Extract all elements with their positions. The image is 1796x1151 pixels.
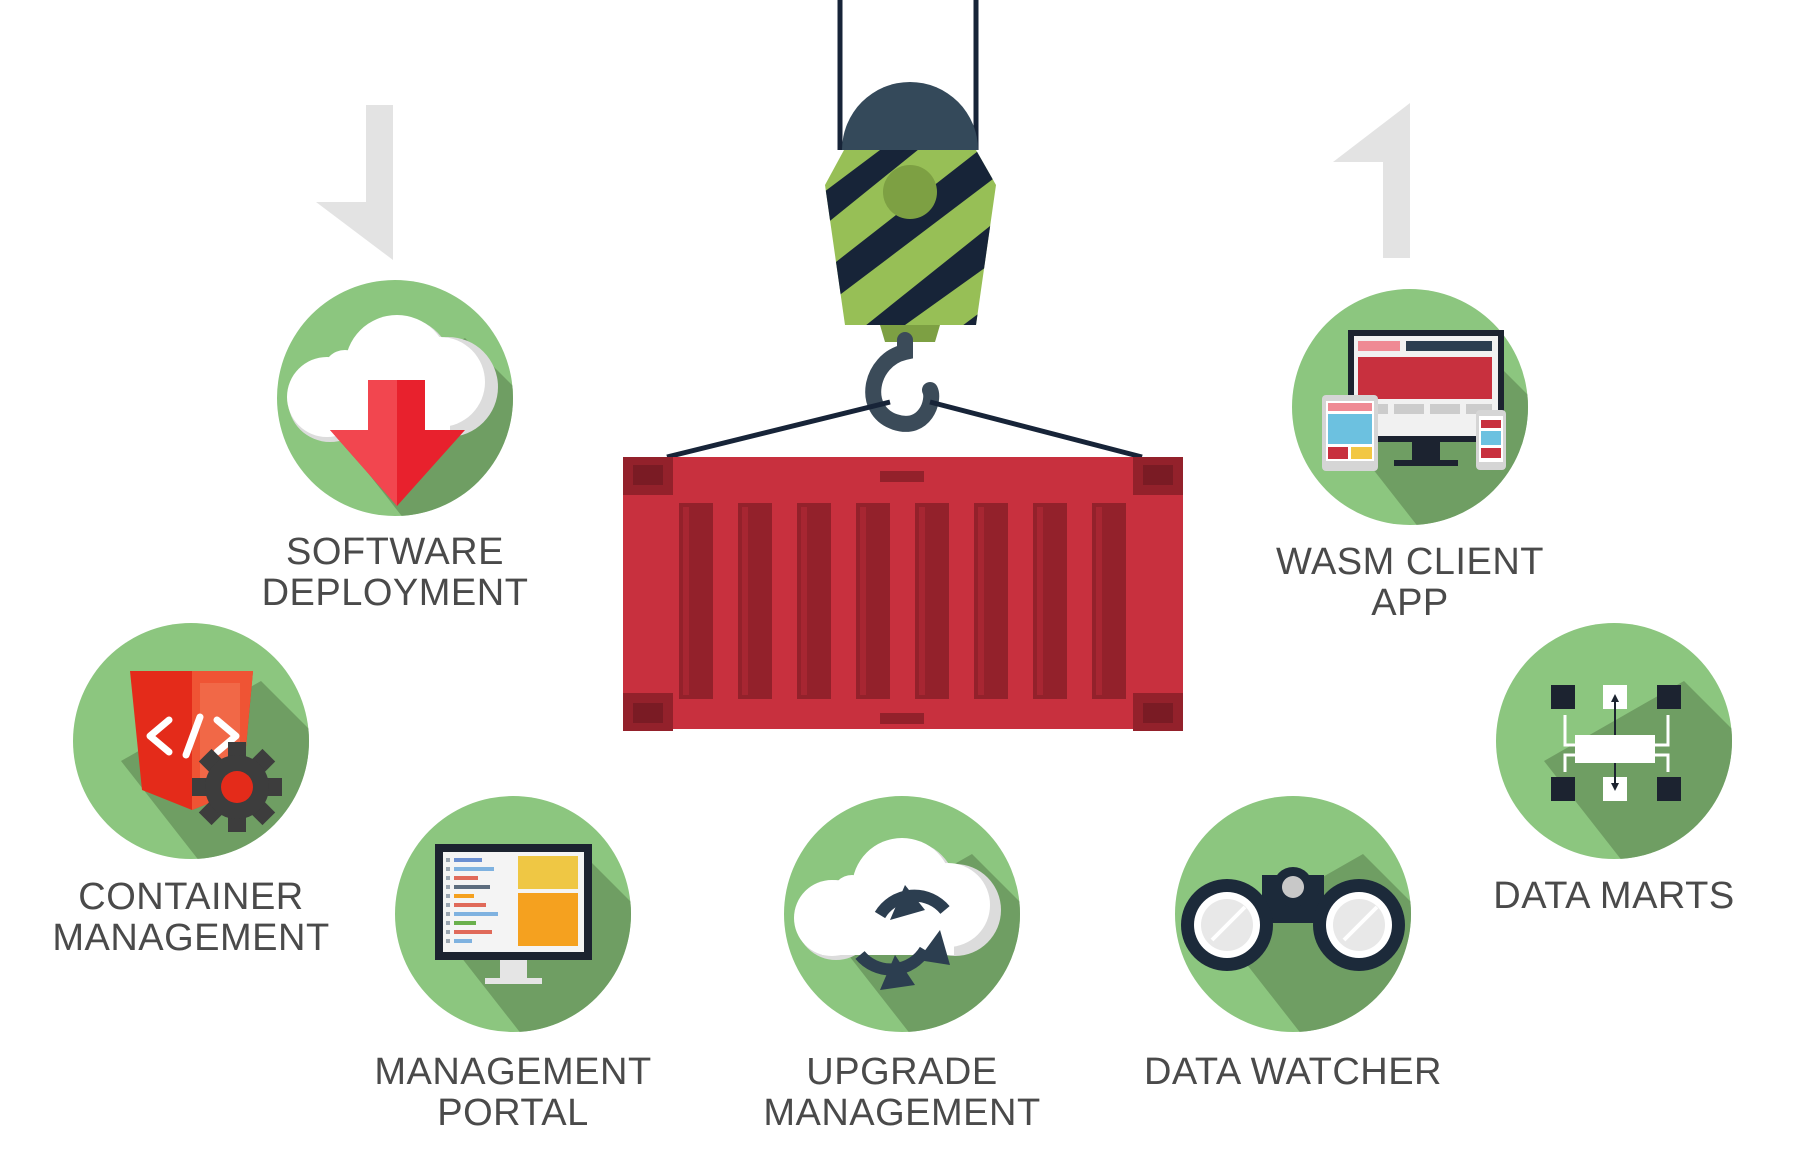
- binoculars-icon: [1181, 867, 1405, 971]
- cloud-sync-icon: [794, 838, 1001, 990]
- node-label-container-management: CONTAINER MANAGEMENT: [41, 877, 341, 959]
- node-label-data-watcher: DATA WATCHER: [1133, 1052, 1453, 1093]
- data-flow-icon: [1551, 685, 1681, 801]
- label-line: DATA MARTS: [1493, 875, 1735, 917]
- label-line: PORTAL: [437, 1092, 589, 1134]
- node-label-data-marts: DATA MARTS: [1464, 876, 1764, 917]
- label-line: MANAGEMENT: [52, 917, 330, 959]
- label-line: UPGRADE: [806, 1051, 998, 1093]
- node-label-management-portal: MANAGEMENT PORTAL: [363, 1052, 663, 1134]
- node-label-wasm-client-app: WASM CLIENT APP: [1260, 542, 1560, 624]
- arrow-right-icon: [1333, 103, 1410, 258]
- label-line: SOFTWARE: [286, 531, 504, 573]
- node-circle-data-marts: [1496, 623, 1732, 859]
- label-line: APP: [1371, 582, 1449, 624]
- crane-hook-icon: [825, 0, 996, 432]
- responsive-devices-icon: [1322, 330, 1506, 471]
- node-label-software-deployment: SOFTWARE DEPLOYMENT: [245, 532, 545, 614]
- monitor-code-icon: [435, 844, 592, 984]
- label-line: MANAGEMENT: [763, 1092, 1041, 1134]
- node-circle-data-watcher: [1175, 796, 1411, 1032]
- label-line: DEPLOYMENT: [261, 572, 529, 614]
- arrow-left-icon: [316, 105, 393, 260]
- node-label-upgrade-management: UPGRADE MANAGEMENT: [752, 1052, 1052, 1134]
- label-line: WASM CLIENT: [1276, 541, 1544, 583]
- label-line: CONTAINER: [78, 876, 304, 918]
- label-line: MANAGEMENT: [374, 1051, 652, 1093]
- shipping-container: [623, 457, 1183, 731]
- label-line: DATA WATCHER: [1143, 1051, 1443, 1093]
- cloud-download-icon: [287, 315, 498, 506]
- html-gear-icon: [130, 671, 282, 832]
